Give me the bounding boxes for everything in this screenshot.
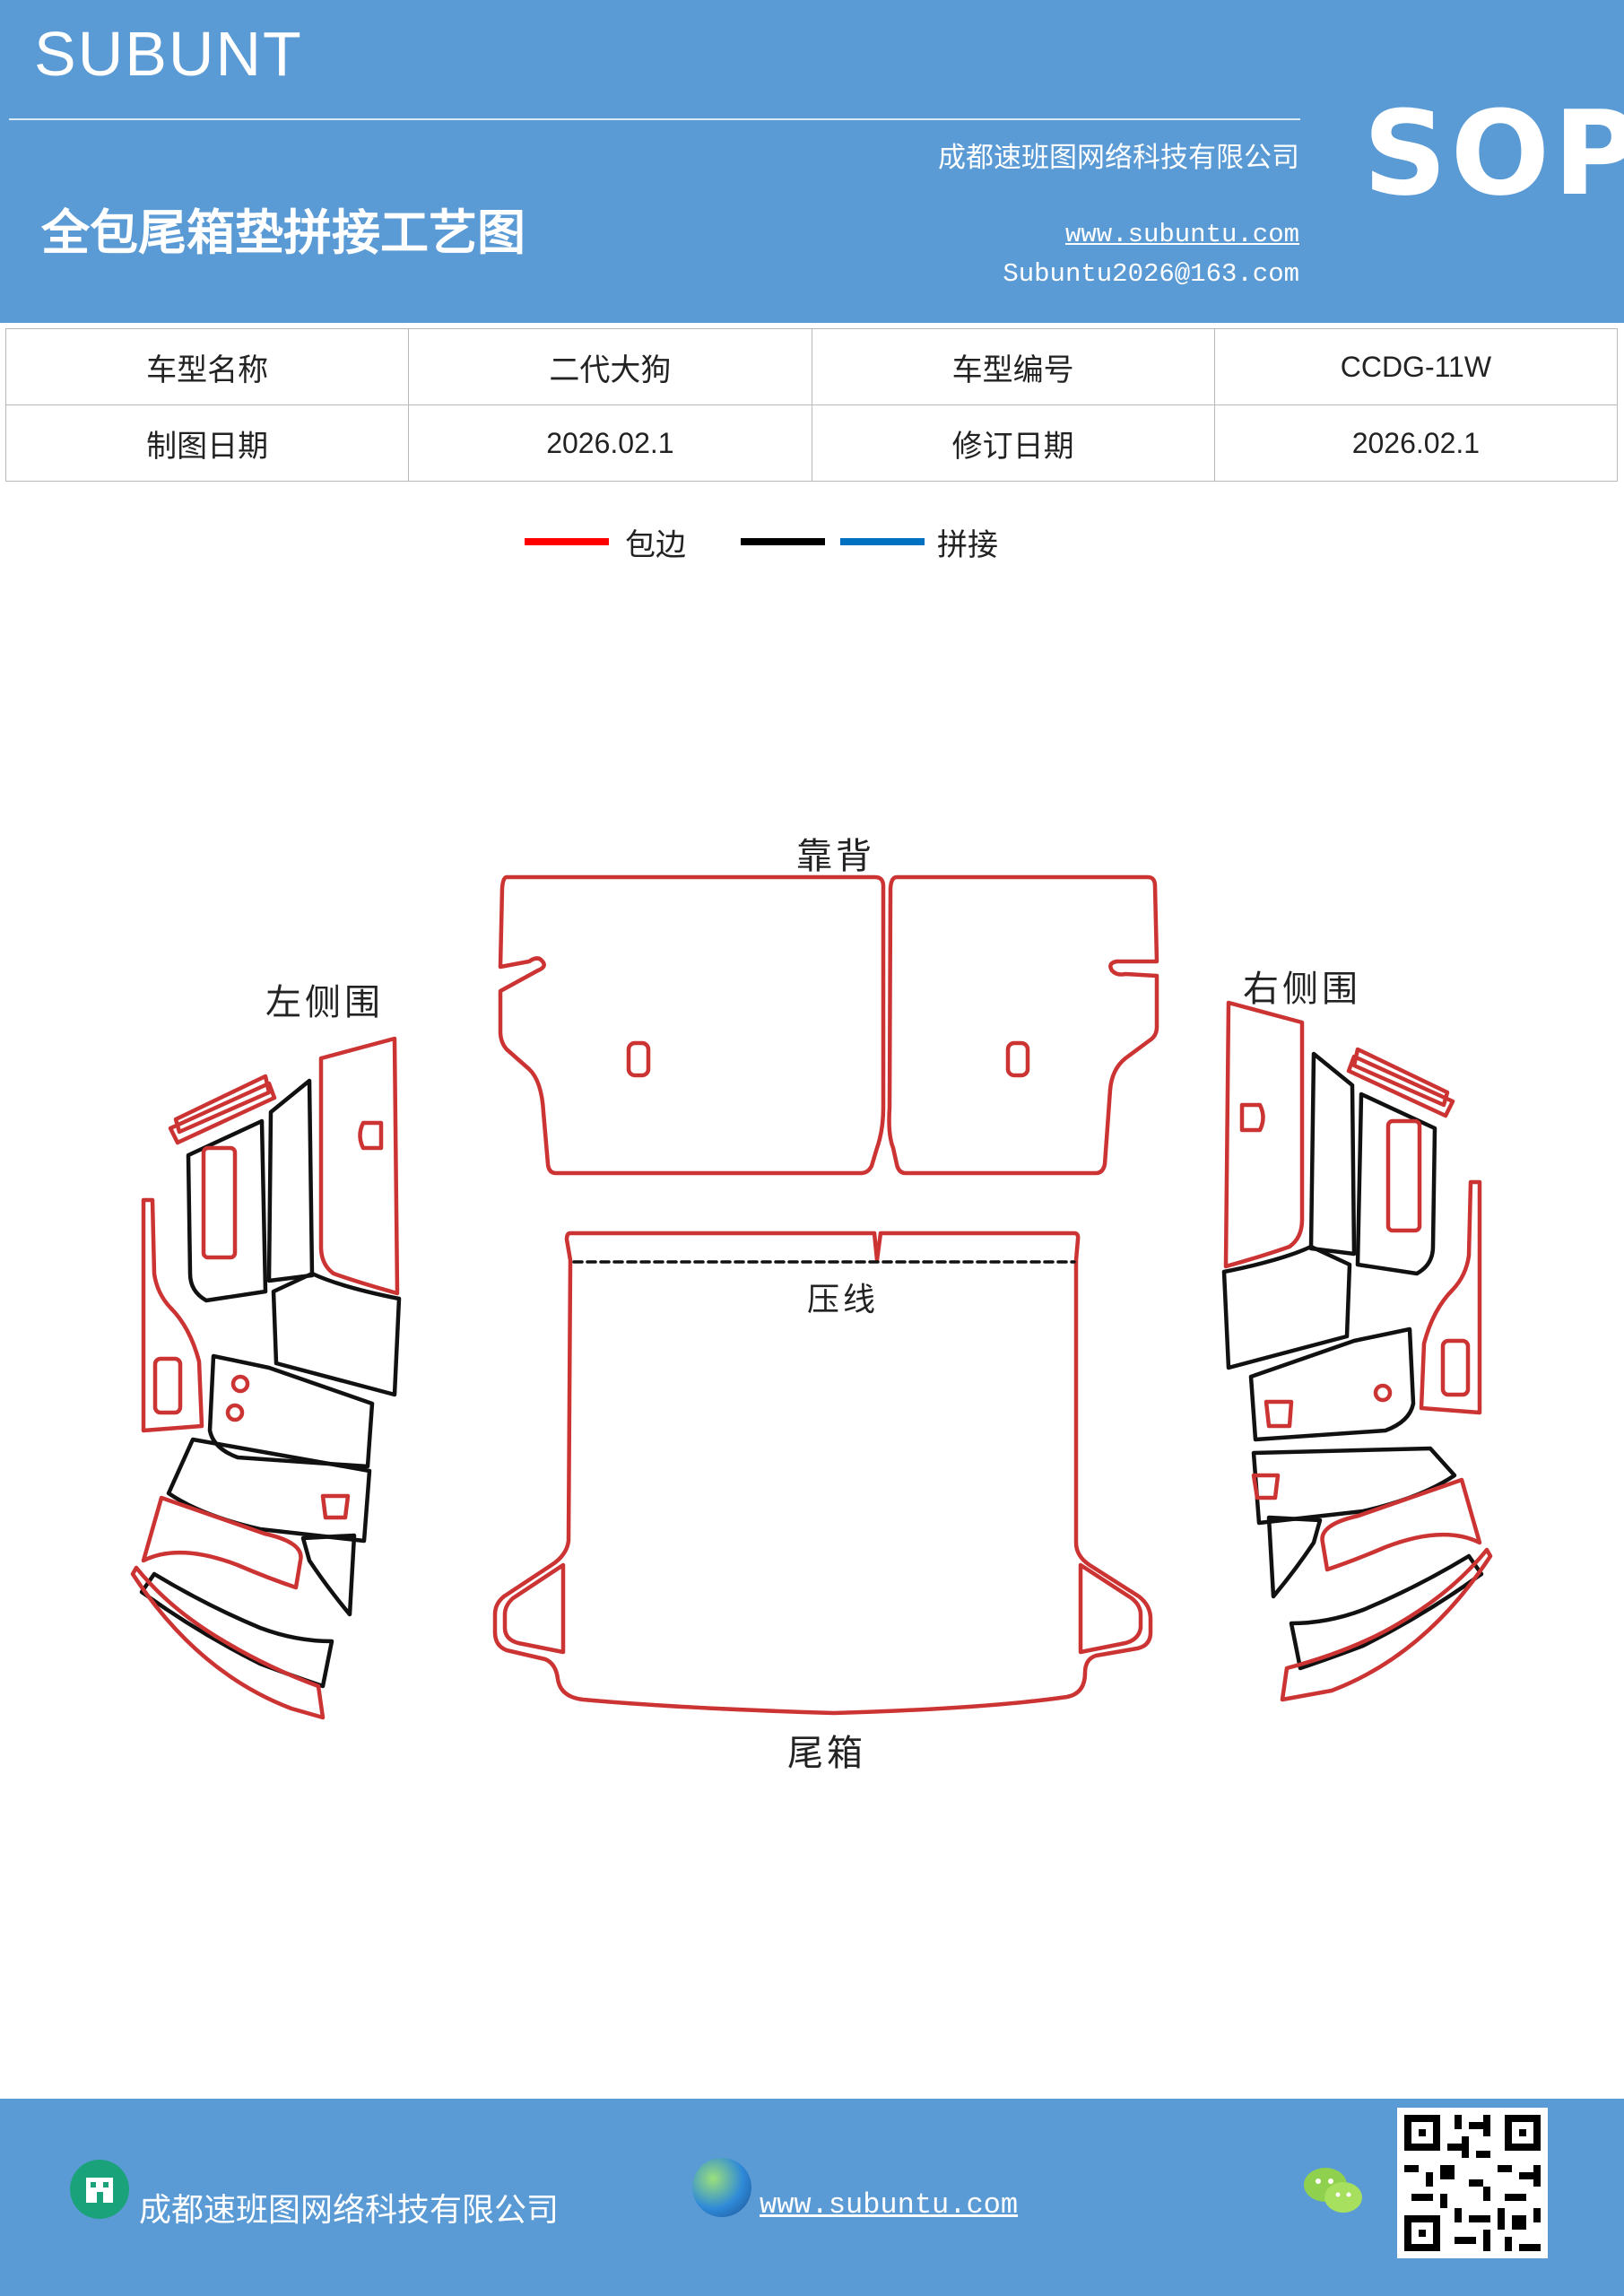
footer-website-link[interactable]: www.subuntu.com <box>760 2188 1019 2222</box>
table-row: 制图日期 2026.02.1 修订日期 2026.02.1 <box>4 404 1619 482</box>
table-cell-value: 2026.02.1 <box>1213 404 1619 482</box>
label-backrest: 靠背 <box>796 836 875 877</box>
legend-label-edge: 包边 <box>625 527 686 563</box>
backrest-right-slot <box>1005 1040 1030 1078</box>
wechat-icon <box>1302 2165 1365 2217</box>
table-cell-label: 修订日期 <box>811 404 1215 482</box>
legend-swatch-blue <box>840 538 925 545</box>
label-trunk: 尾箱 <box>787 1733 866 1774</box>
trunk-floor-panel <box>492 1231 1153 1716</box>
left-side-wall <box>130 1036 402 1720</box>
label-crease: 压线 <box>807 1282 880 1318</box>
table-cell-value: 2026.02.1 <box>408 404 812 482</box>
header-banner: SUBUNT SOP 成都速班图网络科技有限公司 全包尾箱垫拼接工艺图 www.… <box>0 0 1624 323</box>
sop-badge: SOP <box>1363 85 1624 222</box>
website-link[interactable]: www.subuntu.com <box>1064 220 1299 249</box>
globe-icon <box>692 2158 751 2217</box>
right-side-wall <box>1221 1000 1493 1702</box>
vehicle-info-table: 车型名称 二代大狗 车型编号 CCDG-11W 制图日期 2026.02.1 修… <box>4 328 1619 482</box>
table-cell-label: 车型编号 <box>811 328 1215 405</box>
label-right-side: 右侧围 <box>1243 969 1361 1010</box>
qr-code <box>1397 2108 1548 2258</box>
brand-name: SUBUNT <box>34 19 303 89</box>
footer-banner: 成都速班图网络科技有限公司 www.subuntu.com <box>0 2099 1624 2296</box>
legend-label-seam: 拼接 <box>937 527 998 563</box>
table-cell-value: 二代大狗 <box>408 328 812 405</box>
table-cell-value: CCDG-11W <box>1213 328 1619 405</box>
table-row: 车型名称 二代大狗 车型编号 CCDG-11W <box>4 328 1619 405</box>
trunk-left-tab <box>502 1562 566 1655</box>
header-divider <box>9 118 1300 120</box>
legend-swatch-black <box>741 538 825 545</box>
table-cell-label: 车型名称 <box>4 328 410 405</box>
backrest-left-panel <box>498 874 886 1176</box>
label-left-side: 左侧围 <box>265 982 384 1023</box>
trunk-right-tab <box>1078 1562 1143 1655</box>
table-cell-label: 制图日期 <box>4 404 410 482</box>
company-name: 成都速班图网络科技有限公司 <box>938 142 1299 174</box>
footer-company-name: 成都速班图网络科技有限公司 <box>139 2192 560 2229</box>
backrest-right-panel <box>887 874 1159 1176</box>
email-address: Subuntu2026@163.com <box>1003 259 1299 289</box>
legend-swatch-red <box>525 538 609 545</box>
page-title: 全包尾箱垫拼接工艺图 <box>41 204 525 261</box>
backrest-left-slot <box>626 1040 651 1078</box>
building-icon <box>70 2160 129 2219</box>
line-legend: 包边 拼接 <box>0 520 1624 574</box>
